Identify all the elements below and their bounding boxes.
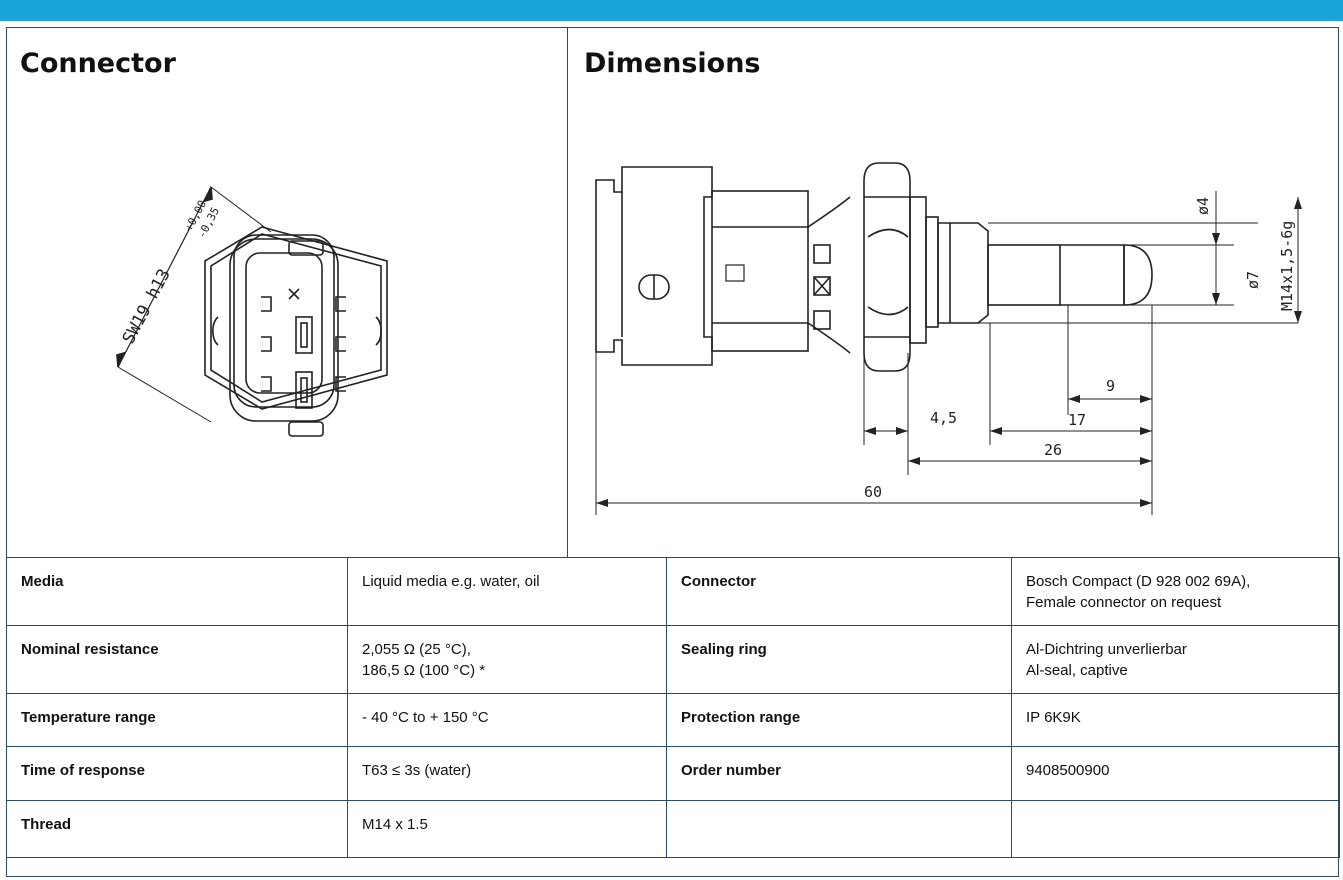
sw-dimension-label: SW19 h13 xyxy=(119,266,175,348)
label-9: 9 xyxy=(1106,377,1115,395)
spec-value: IP 6K9K xyxy=(1011,693,1340,747)
spec-label: Thread xyxy=(6,800,348,858)
label-17: 17 xyxy=(1068,411,1086,429)
dimensions-drawing: 60 26 17 9 4,5 ø4 ø7 M14x1,5-6g xyxy=(595,162,1302,515)
datasheet-frame xyxy=(6,27,1339,877)
spec-value: Liquid media e.g. water, oil xyxy=(347,557,667,626)
connector-panel: Connector xyxy=(6,27,568,558)
spec-value xyxy=(1011,800,1340,858)
spec-value: 9408500900 xyxy=(1011,746,1340,801)
spec-value: T63 ≤ 3s (water) xyxy=(347,746,667,801)
spec-table: Media Liquid media e.g. water, oil Conne… xyxy=(6,557,1340,858)
accent-bar xyxy=(0,0,1343,21)
label-4-5: 4,5 xyxy=(930,409,957,427)
table-row: Time of response T63 ≤ 3s (water) Order … xyxy=(6,746,1340,801)
table-row: Nominal resistance 2,055 Ω (25 °C), 186,… xyxy=(6,625,1340,694)
spec-label: Order number xyxy=(666,746,1012,801)
dimensions-panel: Dimensions xyxy=(568,27,1339,558)
spec-value: 2,055 Ω (25 °C), 186,5 Ω (100 °C) * xyxy=(347,625,667,694)
connector-drawing: SW19 h13 +0,00 -0,35 xyxy=(116,186,388,437)
spec-value: Al-Dichtring unverlierbar Al-seal, capti… xyxy=(1011,625,1340,694)
hex-outline xyxy=(204,226,388,410)
spec-label: Temperature range xyxy=(6,693,348,747)
spec-label: Nominal resistance xyxy=(6,625,348,694)
spec-label xyxy=(666,800,1012,858)
spec-label: Media xyxy=(6,557,348,626)
label-d4: ø4 xyxy=(1194,197,1212,215)
spec-label: Connector xyxy=(666,557,1012,626)
connector-title: Connector xyxy=(20,48,176,79)
label-26: 26 xyxy=(1044,441,1062,459)
dimensions-title: Dimensions xyxy=(584,48,761,79)
spec-label: Protection range xyxy=(666,693,1012,747)
table-row: Temperature range - 40 °C to + 150 °C Pr… xyxy=(6,693,1340,747)
table-row: Thread M14 x 1.5 xyxy=(6,800,1340,858)
spec-label: Time of response xyxy=(6,746,348,801)
spec-value: Bosch Compact (D 928 002 69A), Female co… xyxy=(1011,557,1340,626)
label-60: 60 xyxy=(864,483,882,501)
label-d7: ø7 xyxy=(1244,271,1262,289)
spec-value: M14 x 1.5 xyxy=(347,800,667,858)
spec-label: Sealing ring xyxy=(666,625,1012,694)
label-thread: M14x1,5-6g xyxy=(1278,221,1296,311)
spec-value: - 40 °C to + 150 °C xyxy=(347,693,667,747)
table-row: Media Liquid media e.g. water, oil Conne… xyxy=(6,557,1340,626)
